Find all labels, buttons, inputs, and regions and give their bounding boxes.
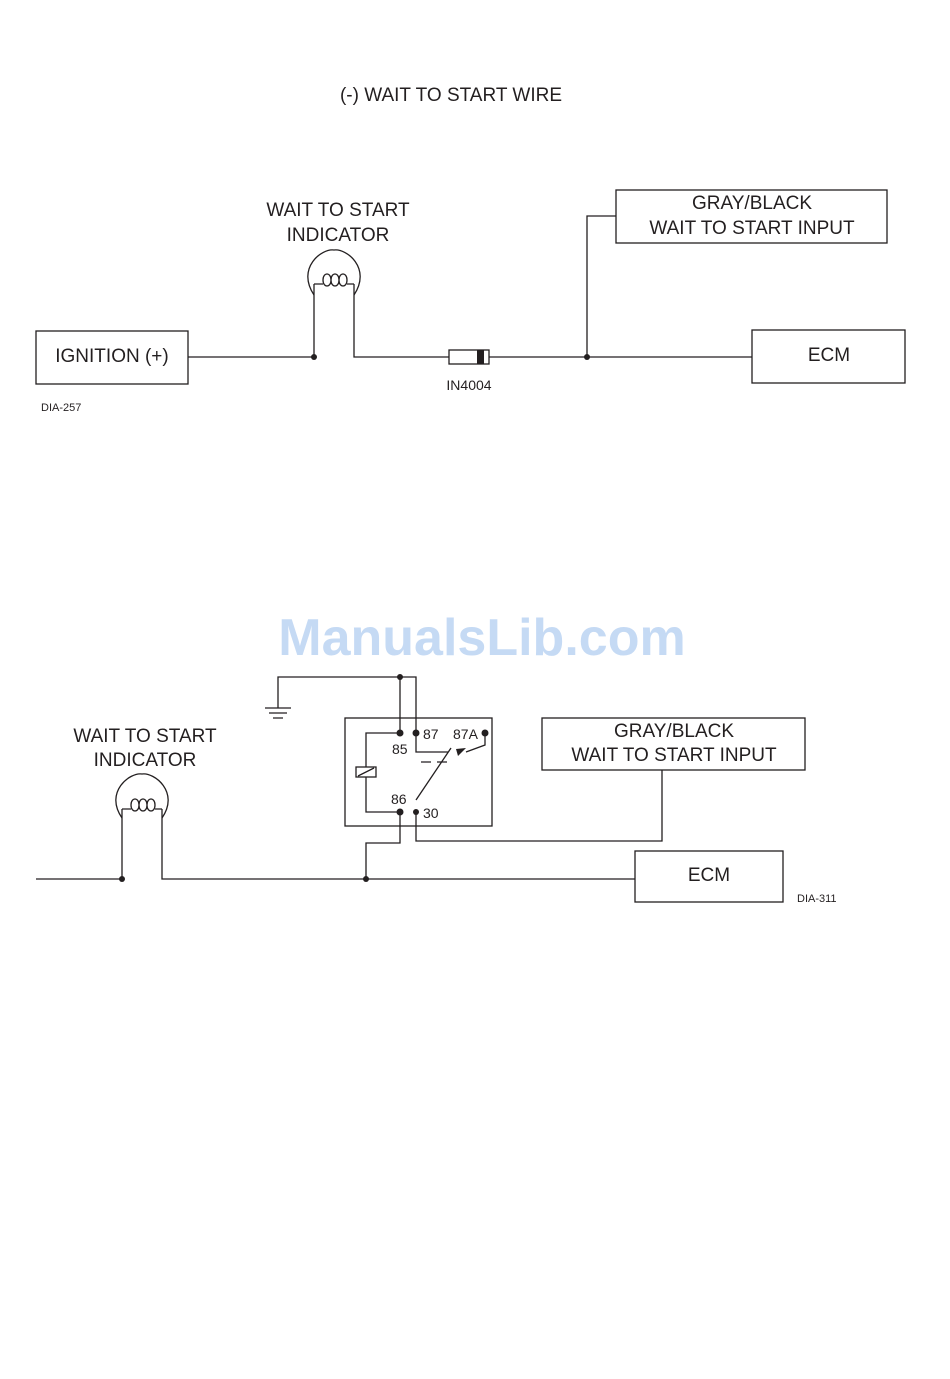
pin-87-label: 87 (423, 726, 439, 742)
pin-87a-label: 87A (453, 726, 479, 742)
input-label-line1: GRAY/BLACK (692, 193, 812, 214)
watermark: ManualsLib.com (278, 609, 685, 667)
pin-85-label: 85 (392, 741, 408, 757)
diode-label: IN4004 (446, 377, 491, 393)
page-title: (-) WAIT TO START WIRE (340, 85, 562, 106)
junction-dot (584, 354, 590, 360)
input-label-line2: WAIT TO START INPUT (649, 218, 855, 239)
wire-ignition-to-bulb (188, 284, 314, 357)
bulb-icon (308, 250, 360, 295)
indicator-label-line1: WAIT TO START (73, 726, 217, 747)
pin-30-label: 30 (423, 805, 439, 821)
junction-dot (119, 876, 125, 882)
diagram-2: WAIT TO START INDICATOR (36, 674, 837, 905)
pin-85-dot (397, 730, 404, 737)
junction-dot (363, 876, 369, 882)
indicator-label-line2: INDICATOR (287, 225, 390, 246)
bulb-icon (116, 774, 168, 818)
pin-86-label: 86 (391, 791, 407, 807)
wire-left-to-bulb (36, 809, 122, 879)
ecm-label: ECM (808, 345, 850, 366)
diode-icon (449, 350, 489, 364)
junction-dot (311, 354, 317, 360)
ground-icon (265, 677, 400, 718)
indicator-label-line1: WAIT TO START (266, 200, 410, 221)
indicator-label-line2: INDICATOR (94, 750, 197, 771)
diagram-id-2: DIA-311 (797, 893, 837, 905)
ecm-label: ECM (688, 865, 730, 886)
diagram-1: WAIT TO START INDICATOR IGNITION (+) GRA… (36, 190, 905, 414)
input-label-line1: GRAY/BLACK (614, 721, 734, 742)
diagram-id-1: DIA-257 (41, 402, 81, 414)
ignition-label: IGNITION (+) (55, 346, 168, 367)
wire-bulb-to-diode (354, 284, 449, 357)
wire-to-input (587, 216, 616, 357)
junction-dot (397, 674, 403, 680)
input-label-line2: WAIT TO START INPUT (571, 745, 777, 766)
